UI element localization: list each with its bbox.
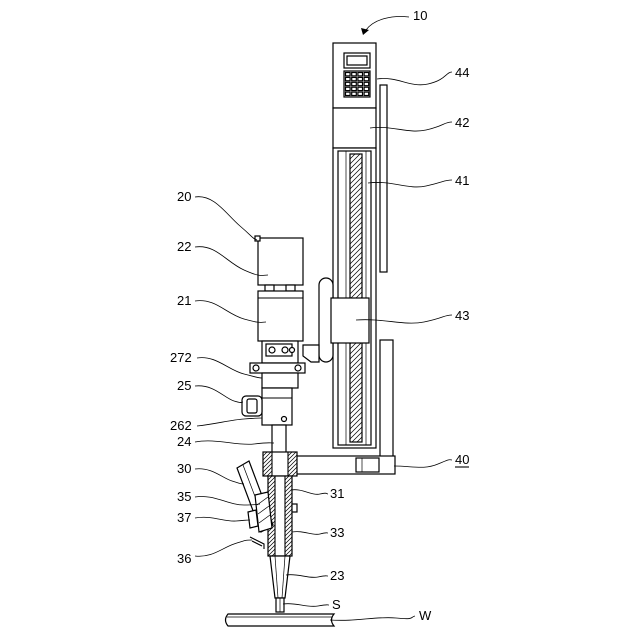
workpiece-plate [226, 614, 335, 626]
motor-tab [255, 236, 260, 241]
arrowhead-10 [361, 28, 369, 35]
ref-label-37: 37 [177, 510, 191, 525]
valve-body [262, 388, 292, 425]
controller-unit [333, 43, 376, 108]
keypad-key [364, 77, 369, 80]
leader-44 [377, 72, 452, 85]
holder-block [262, 373, 298, 388]
leader-22 [195, 247, 268, 276]
ref-label-S: S [332, 597, 341, 612]
base-arm-block [356, 458, 379, 472]
ref-label-22: 22 [177, 239, 191, 254]
air-valve-fitting [247, 399, 257, 413]
ref-label-36: 36 [177, 551, 191, 566]
bolt-head [269, 347, 275, 353]
ref-label-35: 35 [177, 489, 191, 504]
shaft [272, 425, 286, 453]
ref-label-42: 42 [455, 115, 469, 130]
workpiece [226, 614, 335, 626]
keypad-key [352, 82, 357, 85]
ref-label-24: 24 [177, 434, 191, 449]
ref-label-20: 20 [177, 189, 191, 204]
ref-label-43: 43 [455, 308, 469, 323]
ref-label-44: 44 [455, 65, 469, 80]
keypad-key [358, 77, 363, 80]
carriage [331, 298, 369, 343]
motor-foot-right [286, 285, 295, 291]
ref-label-30: 30 [177, 461, 191, 476]
set-screw [292, 504, 297, 512]
display-screen [347, 56, 367, 65]
keypad-key [346, 82, 351, 85]
leader-30 [195, 469, 244, 484]
keypad-key [346, 77, 351, 80]
leader-20 [195, 197, 257, 240]
leader-36 [195, 540, 252, 556]
leader-24 [195, 441, 274, 444]
keypad-key [364, 87, 369, 90]
bolt-head [282, 347, 288, 353]
keypad-key [364, 73, 369, 76]
drive-housing [333, 108, 376, 148]
leader-W [330, 616, 415, 620]
clamp-bolt-left [253, 365, 259, 371]
leader-25 [195, 386, 243, 403]
base-arm-body [296, 456, 395, 474]
base-arm [296, 456, 395, 474]
head-mount-arm [303, 345, 319, 362]
keypad-key [352, 77, 357, 80]
keypad-key [346, 73, 351, 76]
leader-23 [286, 575, 328, 578]
keypad-key [358, 73, 363, 76]
keypad-key [364, 82, 369, 85]
clamp-bolt-right [295, 365, 301, 371]
ref-label-25: 25 [177, 378, 191, 393]
lower-side-box [380, 340, 393, 470]
motor [258, 238, 303, 285]
ref-label-23: 23 [330, 568, 344, 583]
keypad-key [346, 87, 351, 90]
keypad-key [346, 92, 351, 95]
leader-37 [195, 517, 250, 521]
ref-label-W: W [419, 608, 432, 623]
dispensing-head [237, 236, 305, 612]
leader-40 [394, 460, 452, 468]
keypad-key [352, 87, 357, 90]
leader-arrow-10 [366, 17, 409, 30]
leader-S [283, 604, 329, 607]
leader-31 [291, 490, 328, 495]
keypad-key [358, 87, 363, 90]
keypad-key [364, 92, 369, 95]
ref-label-21: 21 [177, 293, 191, 308]
valve-body-screw [282, 417, 287, 422]
nozzle-cone [270, 556, 290, 598]
side-rail [380, 85, 387, 272]
bolt-head [290, 348, 295, 353]
ref-label-31: 31 [330, 486, 344, 501]
ref-label-10: 10 [413, 8, 427, 23]
keypad-key [358, 82, 363, 85]
ref-label-41: 41 [455, 173, 469, 188]
leader-21 [195, 301, 266, 323]
keypad-key [352, 92, 357, 95]
leader-33 [292, 532, 328, 535]
ref-label-262: 262 [170, 418, 192, 433]
ref-label-40: 40 [455, 452, 469, 467]
keypad-key [352, 73, 357, 76]
keypad-key [358, 92, 363, 95]
wedge-piece [248, 510, 258, 528]
ref-label-272: 272 [170, 350, 192, 365]
ref-label-33: 33 [330, 525, 344, 540]
leader-262 [197, 418, 262, 426]
motor-foot-left [265, 285, 274, 291]
